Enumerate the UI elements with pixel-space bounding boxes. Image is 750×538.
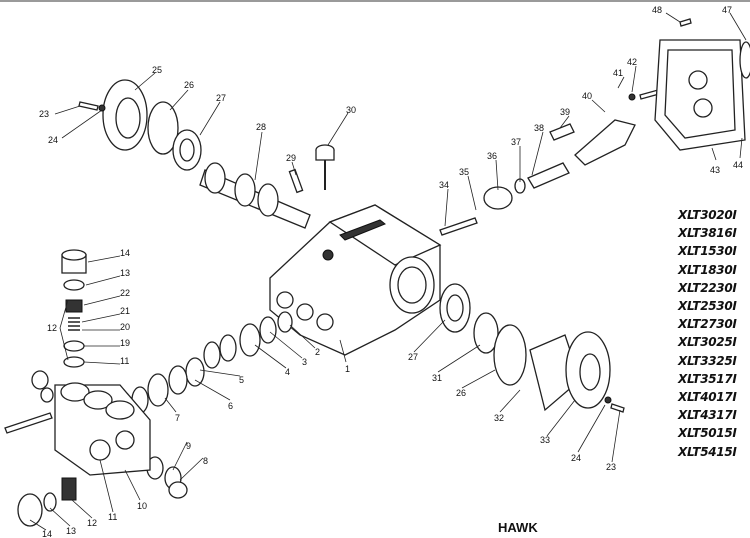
pump-crankcase <box>269 204 442 356</box>
callout-9: 9 <box>186 441 191 451</box>
callout-37: 37 <box>511 137 521 147</box>
callout-26-right: 26 <box>456 388 466 398</box>
plunger-seals <box>131 311 293 490</box>
model-item: XLT3816I <box>678 226 737 241</box>
valve-stack <box>61 249 87 368</box>
callout-30: 30 <box>346 105 356 115</box>
callout-38: 38 <box>534 123 544 133</box>
callout-44: 44 <box>733 160 743 170</box>
callout-3: 3 <box>302 357 307 367</box>
callout-35: 35 <box>459 167 469 177</box>
callout-22: 22 <box>120 288 130 298</box>
callout-1: 1 <box>345 364 350 374</box>
model-item: XLT4317I <box>678 408 737 423</box>
bearing-cover-right <box>439 283 625 413</box>
callout-29: 29 <box>286 153 296 163</box>
model-item: XLT3020I <box>678 208 737 222</box>
callout-28: 28 <box>256 122 266 132</box>
callout-32: 32 <box>494 413 504 423</box>
callout-8: 8 <box>203 456 208 466</box>
bottom-valve-parts <box>17 477 188 527</box>
model-item: XLT2530I <box>678 299 737 314</box>
callout-10: 10 <box>137 501 147 511</box>
callout-23-right: 23 <box>606 462 616 472</box>
callout-14-bottom: 14 <box>42 529 52 538</box>
callout-19: 19 <box>120 338 130 348</box>
callout-25: 25 <box>152 65 162 75</box>
callout-4: 4 <box>285 367 290 377</box>
callout-20: 20 <box>120 322 130 332</box>
callout-6: 6 <box>228 401 233 411</box>
callout-33: 33 <box>540 435 550 445</box>
rear-cover <box>654 18 750 151</box>
model-item: XLT1830I <box>678 262 737 277</box>
callout-26: 26 <box>184 80 194 90</box>
callout-41: 41 <box>613 68 623 78</box>
brand-label: HAWK <box>498 520 538 535</box>
callout-21: 21 <box>120 306 130 316</box>
callout-34: 34 <box>439 180 449 190</box>
callout-12: 12 <box>47 323 57 333</box>
callout-24: 24 <box>48 135 58 145</box>
callout-2: 2 <box>315 347 320 357</box>
callout-31: 31 <box>432 373 442 383</box>
model-item: XLT3517I <box>678 371 737 386</box>
callout-23: 23 <box>39 109 49 119</box>
callout-5: 5 <box>239 375 244 385</box>
callout-leader-lines <box>29 12 747 531</box>
callout-36: 36 <box>487 151 497 161</box>
top-border <box>0 0 750 2</box>
callout-27: 27 <box>216 93 226 103</box>
callout-13: 13 <box>120 268 130 278</box>
callout-47: 47 <box>722 5 732 15</box>
callout-48: 48 <box>652 5 662 15</box>
model-item: XLT5015I <box>678 426 737 441</box>
callout-11-bottom: 11 <box>108 512 117 522</box>
callout-12-bottom: 12 <box>87 518 97 528</box>
model-item: XLT2730I <box>678 317 737 332</box>
callout-13-bottom: 13 <box>66 526 76 536</box>
callout-7: 7 <box>175 413 180 423</box>
model-list: XLT3020I XLT3816I XLT1530I XLT1830I XLT2… <box>678 206 750 461</box>
manifold-head <box>4 370 151 476</box>
crankshaft <box>199 162 311 229</box>
callout-27-right: 27 <box>408 352 418 362</box>
model-item: XLT4017I <box>678 390 737 405</box>
bearing-cover-left <box>78 79 202 171</box>
oil-dipstick <box>315 144 335 190</box>
model-item: XLT5415I <box>678 444 737 459</box>
callout-39: 39 <box>560 107 570 117</box>
model-item: XLT1530I <box>678 244 737 259</box>
callout-24-right: 24 <box>571 453 581 463</box>
connecting-rod-assembly <box>439 89 660 236</box>
model-item: XLT2230I <box>678 280 737 295</box>
callout-11: 11 <box>120 356 129 366</box>
callout-14: 14 <box>120 248 130 258</box>
callout-43: 43 <box>710 165 720 175</box>
callout-42: 42 <box>627 57 637 67</box>
callout-40: 40 <box>582 91 592 101</box>
model-item: XLT3025I <box>678 335 737 350</box>
callout-labels: 48 47 42 41 40 39 38 37 36 35 34 43 44 3… <box>39 5 743 538</box>
model-item: XLT3325I <box>678 353 737 368</box>
